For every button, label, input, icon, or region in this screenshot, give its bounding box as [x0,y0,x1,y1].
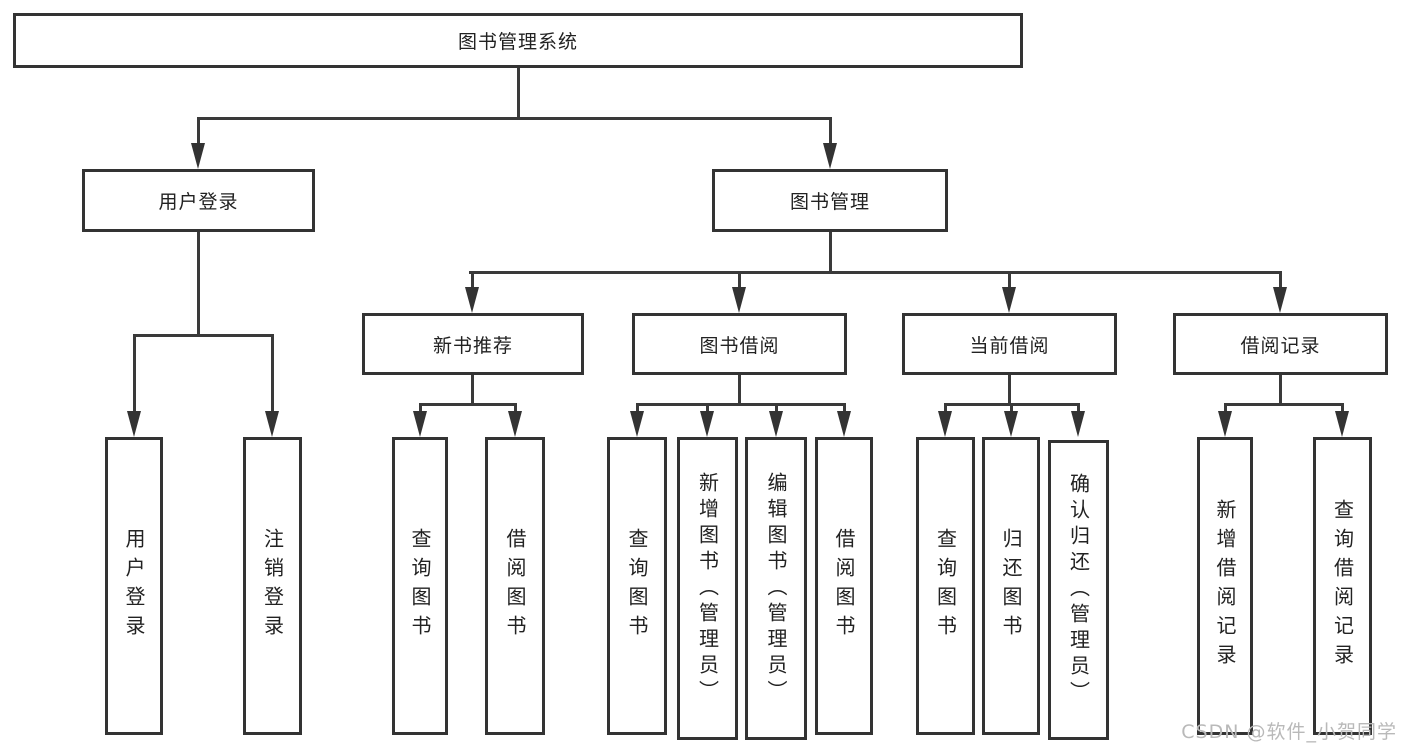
node-label: 确认归还（管理员） [1066,473,1091,707]
connector-line [1008,375,1011,406]
arrow-down [465,287,479,313]
arrow-down [1002,287,1016,313]
connector-line [271,334,274,413]
connector-line [1224,403,1344,406]
arrow-down [1218,411,1232,437]
leaf-add-borrow-record: 新增借阅记录 [1197,437,1253,735]
arrow-down [823,143,837,169]
leaf-return-books: 归还图书 [982,437,1040,735]
leaf-query-books-3: 查询图书 [916,437,975,735]
connector-line [1077,403,1080,413]
csdn-watermark: CSDN @软件_小贺同学 [1181,721,1397,743]
node-label: 查询图书 [625,528,649,644]
node-label: 注销登录 [260,528,285,644]
node-label: 借阅记录 [1240,334,1321,357]
connector-line [471,271,474,289]
connector-line [133,334,274,337]
arrow-down [630,411,644,437]
leaf-borrow-books-1: 借阅图书 [485,437,545,735]
arrow-down [191,143,205,169]
node-label: 新书推荐 [432,334,513,357]
connector-line [843,403,846,413]
connector-line [775,403,778,413]
leaf-query-books-2: 查询图书 [607,437,667,735]
connector-line [1224,403,1227,413]
node-root-system: 图书管理系统 [13,13,1023,68]
arrow-down [938,411,952,437]
arrow-down [732,287,746,313]
connector-line [133,334,136,413]
connector-line [1341,403,1344,413]
node-book-borrowing: 图书借阅 [632,313,847,375]
arrow-down [1335,411,1349,437]
connector-line [419,403,517,406]
leaf-query-borrow-record: 查询借阅记录 [1313,437,1372,735]
node-label: 图书管理系统 [457,31,578,53]
connector-line [738,271,741,289]
node-borrow-records: 借阅记录 [1173,313,1388,375]
node-user-login: 用户登录 [82,169,315,232]
leaf-borrow-books-2: 借阅图书 [815,437,873,735]
connector-line [636,403,639,413]
connector-line [197,232,200,336]
node-label: 图书管理 [789,191,870,213]
node-label: 查询借阅记录 [1330,499,1355,673]
node-label: 图书借阅 [699,334,780,357]
node-label: 查询图书 [408,528,432,644]
arrow-down [1273,287,1287,313]
arrow-down [769,411,783,437]
leaf-user-login: 用户登录 [105,437,163,735]
connector-line [738,375,741,406]
connector-line [829,232,832,273]
node-label: 借阅图书 [503,528,527,644]
arrow-down [837,411,851,437]
leaf-add-books-admin: 新增图书（管理员） [677,437,738,740]
leaf-query-books-1: 查询图书 [392,437,448,735]
node-label: 归还图书 [999,528,1023,644]
node-label: 用户登录 [158,191,239,213]
node-label: 编辑图书（管理员） [764,471,788,706]
node-book-management: 图书管理 [712,169,948,232]
connector-line [419,403,422,413]
node-label: 查询图书 [933,528,958,644]
connector-line [1008,271,1011,289]
connector-line [1279,271,1282,289]
node-new-book-recommend: 新书推荐 [362,313,584,375]
leaf-logout: 注销登录 [243,437,302,735]
connector-line [944,403,947,413]
connector-line [706,403,709,413]
arrow-down [265,411,279,437]
connector-line [514,403,517,413]
connector-line [471,375,474,406]
leaf-confirm-return-admin: 确认归还（管理员） [1048,440,1109,740]
connector-line [197,117,200,145]
node-label: 借阅图书 [832,528,856,644]
connector-line [197,117,831,120]
connector-line [1279,375,1282,406]
connector-line [1010,403,1013,413]
arrow-down [413,411,427,437]
arrow-down [1004,411,1018,437]
arrow-down [700,411,714,437]
node-label: 当前借阅 [969,334,1050,357]
leaf-edit-books-admin: 编辑图书（管理员） [745,437,807,740]
node-current-borrowing: 当前借阅 [902,313,1117,375]
connector-line [469,271,1282,274]
node-label: 新增借阅记录 [1213,499,1237,673]
node-label: 新增图书（管理员） [695,471,720,706]
arrow-down [127,411,141,437]
arrow-down [1071,411,1085,437]
connector-line [517,68,520,118]
node-label: 用户登录 [122,528,146,644]
arrow-down [508,411,522,437]
connector-line [636,403,846,406]
connector-line [829,117,832,145]
